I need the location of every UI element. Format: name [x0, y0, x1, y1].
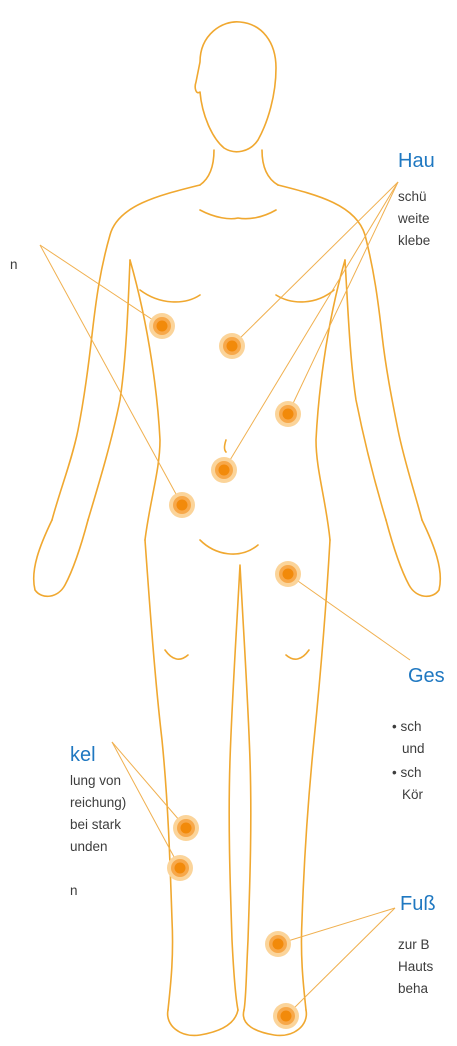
hands-outline: [34, 520, 441, 596]
callout-line: [224, 182, 398, 470]
skin-heading: Hau: [398, 150, 435, 173]
marker: [169, 492, 195, 518]
ankle-heading: kel: [70, 744, 96, 767]
callout-line: [40, 245, 182, 505]
legs-outline: [145, 540, 330, 1010]
chest-outline: [140, 210, 334, 302]
foot-heading: Fuß: [400, 893, 436, 916]
marker: [275, 401, 301, 427]
callout-line: [232, 182, 398, 346]
marker: [265, 931, 291, 957]
skin-text-line: klebe: [398, 230, 430, 252]
foot-text-line: Hauts: [398, 956, 433, 978]
joint-bullet-line: Kör: [402, 784, 423, 806]
marker: [149, 313, 175, 339]
ankle-text-line: reichung): [70, 792, 126, 814]
marker: [275, 561, 301, 587]
marker: [219, 333, 245, 359]
knees-outline: [165, 650, 309, 659]
callout-line: [288, 574, 410, 660]
inner-arm-outline: [88, 260, 386, 520]
head-outline: [195, 22, 276, 152]
left-top-text-line: n: [10, 254, 18, 276]
joint-bullet-line: • sch: [392, 762, 422, 784]
callout-line: [40, 245, 162, 326]
joint-bullet-line: • sch: [392, 716, 422, 738]
marker: [273, 1003, 299, 1029]
waist-outline: [130, 260, 345, 540]
ankle-text-line: bei stark: [70, 814, 121, 836]
marker: [167, 855, 193, 881]
foot-text-line: zur B: [398, 934, 430, 956]
neck-outline: [200, 150, 278, 185]
foot-text-line: beha: [398, 978, 428, 1000]
navel-mark: [225, 440, 227, 452]
ankle-text-line: unden: [70, 836, 108, 858]
skin-text-line: weite: [398, 208, 430, 230]
ankle-text-line: lung von: [70, 770, 121, 792]
joint-bullet-line: und: [402, 738, 425, 760]
marker: [211, 457, 237, 483]
callout-line: [288, 182, 398, 414]
joint-heading: Ges: [408, 665, 445, 688]
ankle-text-line: n: [70, 880, 78, 902]
marker: [173, 815, 199, 841]
skin-text-line: schü: [398, 186, 427, 208]
callout-line: [112, 742, 186, 828]
groin-outline: [200, 540, 258, 554]
